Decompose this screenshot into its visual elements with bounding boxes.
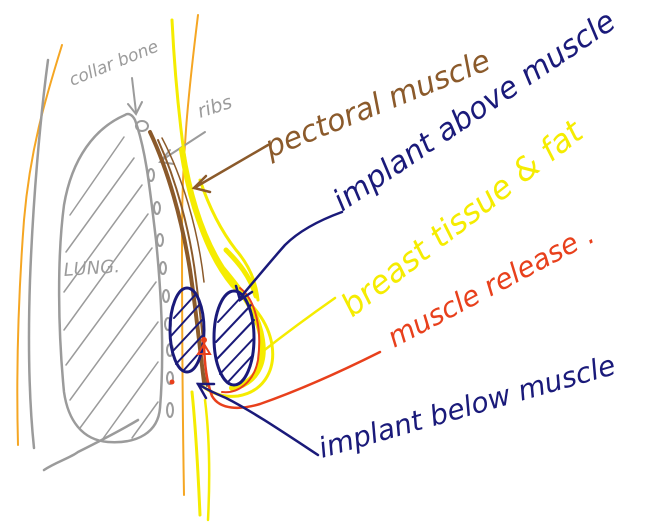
lung-hatching [64, 137, 158, 440]
breast-tissue-pointer [262, 298, 335, 352]
implant-below-arrow-icon [198, 384, 318, 455]
lung-label: LUNG. [63, 256, 121, 281]
release-dot [202, 338, 207, 343]
breast-tissue [172, 20, 335, 520]
ribs-label: ribs [195, 91, 235, 123]
collarbone-arrow-icon [132, 78, 136, 112]
release-dot-2 [170, 380, 175, 385]
implant-above-muscle [214, 291, 254, 385]
implant-below-label: implant below muscle [315, 348, 619, 464]
pectoral-arrow-icon [194, 145, 268, 188]
collarbone-label: collar bone [66, 37, 161, 91]
